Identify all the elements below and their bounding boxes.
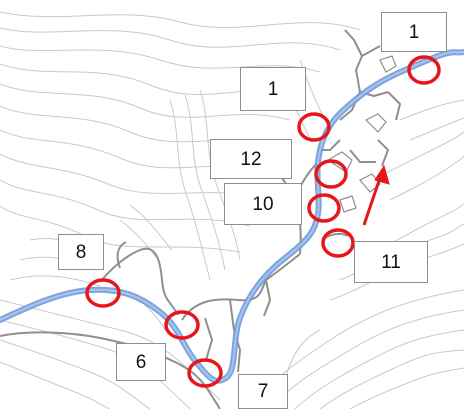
site-marker-8 bbox=[85, 278, 121, 308]
site-marker-7 bbox=[187, 358, 223, 388]
site-marker-11 bbox=[321, 228, 355, 258]
site-marker-1-top bbox=[407, 55, 441, 85]
label-site-7: 7 bbox=[238, 374, 288, 409]
label-site-10: 10 bbox=[224, 183, 302, 225]
label-site-6: 6 bbox=[116, 343, 166, 381]
site-marker-10 bbox=[307, 193, 341, 223]
label-site-12: 12 bbox=[210, 139, 292, 179]
site-marker-12 bbox=[314, 159, 348, 189]
label-site-1-upper: 1 bbox=[240, 67, 306, 111]
site-marker-1-upper bbox=[297, 112, 331, 142]
site-marker-6 bbox=[164, 310, 200, 340]
north-arrow-icon bbox=[362, 164, 390, 226]
label-site-11: 11 bbox=[354, 241, 428, 283]
label-site-1-top: 1 bbox=[381, 12, 447, 52]
label-site-8: 8 bbox=[58, 234, 104, 270]
